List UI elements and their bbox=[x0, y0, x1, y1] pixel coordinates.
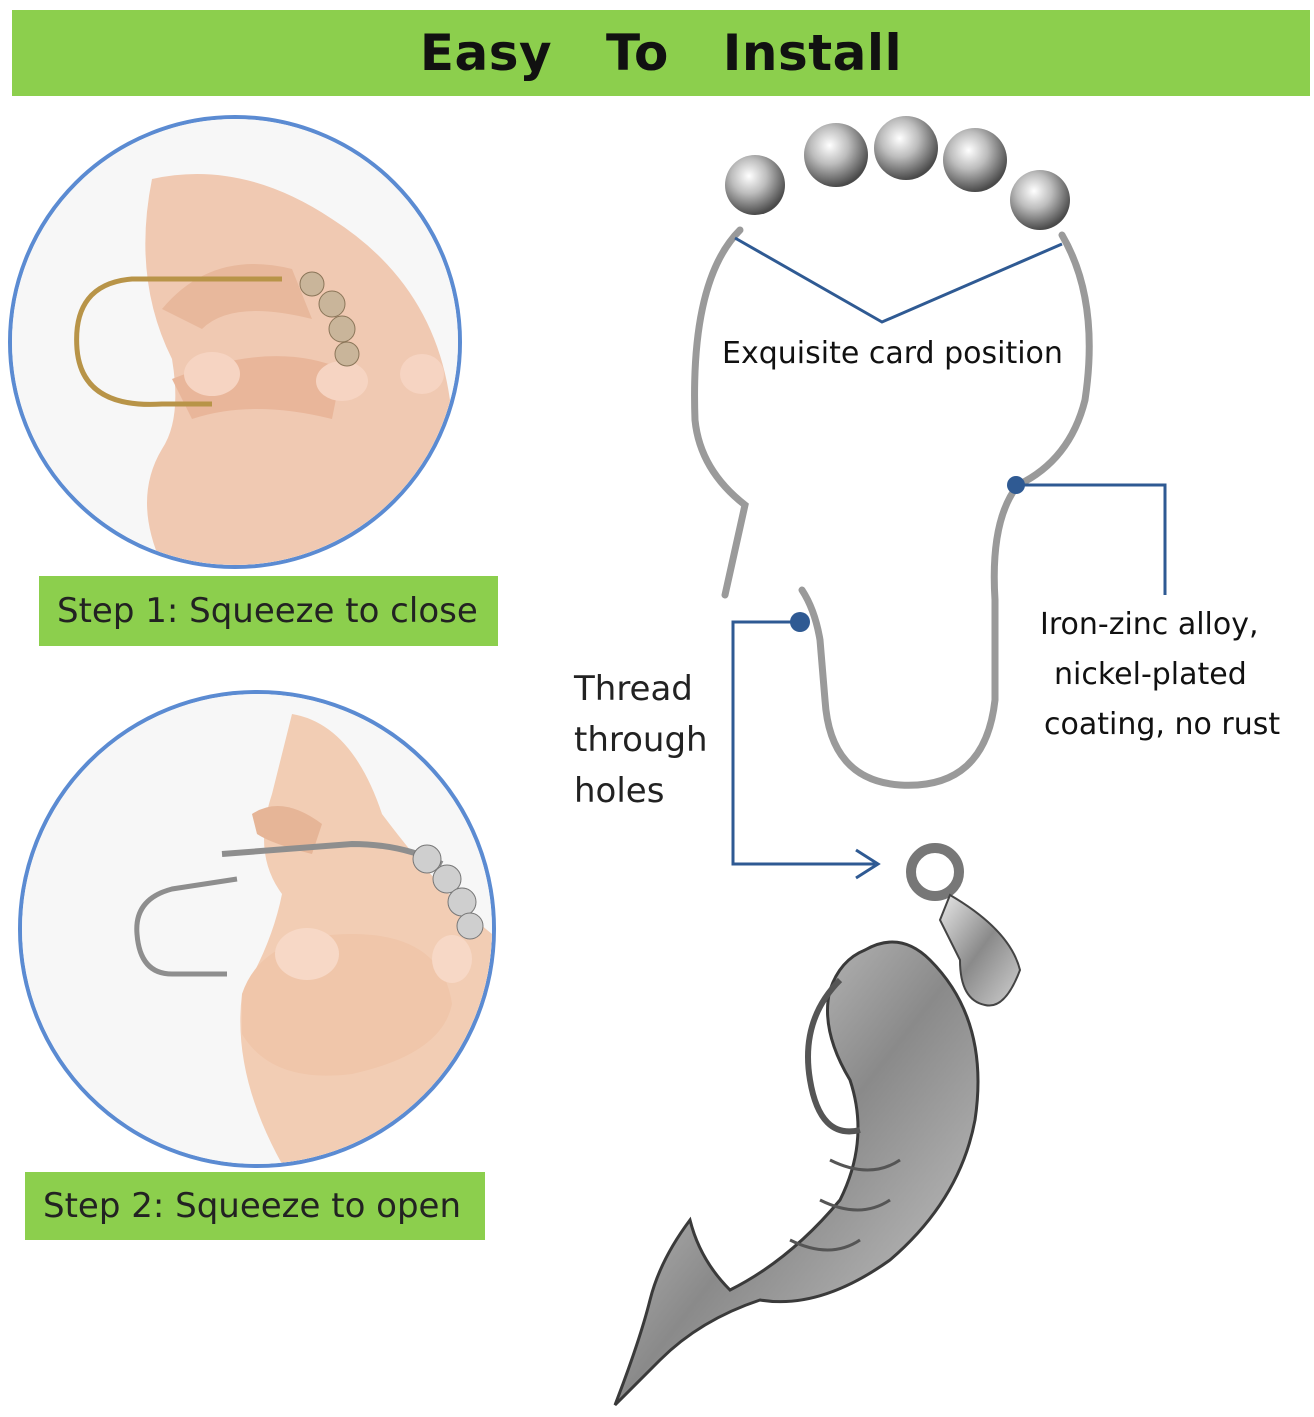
alloy-line-1: Iron-zinc alloy, bbox=[1040, 607, 1259, 642]
card-position-callout bbox=[734, 236, 1063, 324]
hand-squeeze-close-image bbox=[12, 119, 458, 565]
page-title: Easy To Install bbox=[419, 24, 903, 82]
thread-arrow bbox=[731, 620, 881, 880]
hand-squeeze-open-image bbox=[22, 694, 492, 1164]
alloy-line-2: nickel-plated bbox=[1054, 657, 1247, 692]
thread-line-1: Thread bbox=[574, 669, 693, 709]
alloy-label: Iron-zinc alloy, nickel-plated coating, … bbox=[1040, 600, 1280, 750]
step1-photo bbox=[8, 115, 462, 569]
title-banner: Easy To Install bbox=[12, 10, 1310, 96]
thread-line-2: through bbox=[574, 720, 708, 760]
step2-label: Step 2: Squeeze to open bbox=[25, 1172, 485, 1240]
step1-label: Step 1: Squeeze to close bbox=[39, 576, 498, 646]
roller-balls bbox=[725, 116, 1070, 230]
mermaid-charm bbox=[613, 843, 1022, 1407]
thread-callout-dot bbox=[790, 612, 810, 632]
step2-photo bbox=[18, 690, 496, 1168]
card-position-label: Exquisite card position bbox=[722, 336, 1063, 371]
thread-label: Thread through holes bbox=[574, 664, 708, 817]
shower-hook bbox=[691, 226, 1093, 789]
alloy-callout-dot bbox=[1007, 476, 1025, 494]
thread-line-3: holes bbox=[574, 771, 665, 811]
alloy-callout bbox=[1016, 483, 1167, 595]
alloy-line-3: coating, no rust bbox=[1044, 707, 1281, 742]
